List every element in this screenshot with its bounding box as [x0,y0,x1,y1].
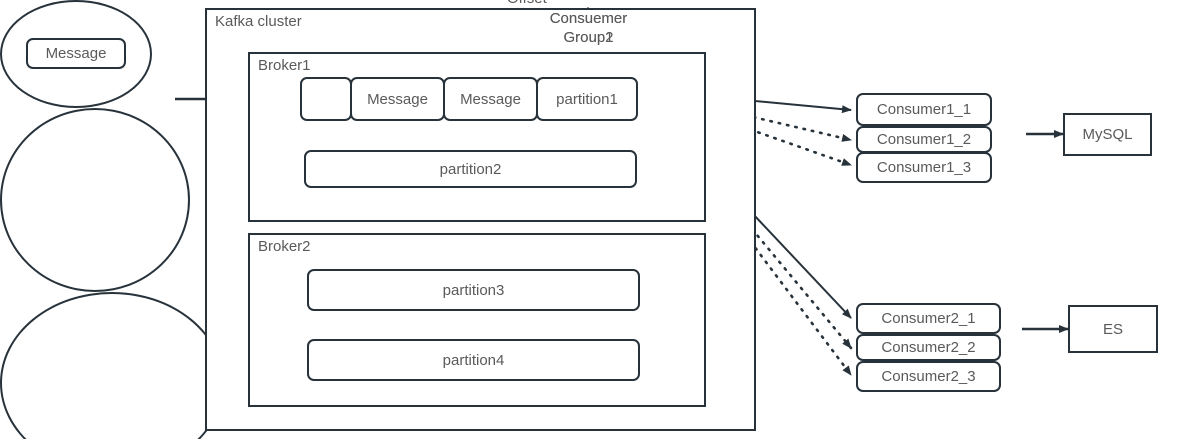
consumer1-2-label: Consumer1_2 [876,131,972,148]
consumer2-2-box[interactable]: Consumer2_2 [856,334,1001,361]
producer-message-label: Message [45,45,107,62]
consumer1-3-label: Consumer1_3 [876,159,972,176]
consumer2-1-label: Consumer2_1 [881,310,976,327]
consumer-group2-label-line2: Group2 [563,29,614,46]
es-sink-label: ES [1102,320,1123,338]
consumer-group1-label-line2: Group1 [563,29,614,46]
producer-message-box[interactable]: Message [26,38,126,69]
broker2-label: Broker2 [258,238,311,255]
consumer-group1-ellipse[interactable]: Consuemer Group1 [0,10,627,292]
consumer2-1-box[interactable]: Consumer2_1 [856,303,1001,334]
broker1-segment-cell-message-1[interactable]: Message [350,77,445,121]
mysql-sink-box[interactable]: MySQL [1063,113,1152,156]
consumer2-3-label: Consumer2_3 [881,368,976,385]
mysql-sink-label: MySQL [1082,126,1133,143]
consumer-group1-label: Consuemer Group1 [0,9,1177,47]
partition4-box[interactable]: partition4 [307,339,640,381]
partition2-box[interactable]: partition2 [304,150,637,188]
consumer2-2-label: Consumer2_2 [881,339,976,356]
consumer-group2-ellipse[interactable]: Consuemer Group2 [0,10,627,439]
consumer-group2-label: Consuemer Group2 [0,9,1177,47]
broker1-segment-cell-message-1-label: Message [367,90,428,108]
broker1-partition1-label: partition1 [556,90,618,108]
consumer2-3-box[interactable]: Consumer2_3 [856,361,1001,392]
offset-label: Offset [507,0,547,7]
partition3-label: partition3 [442,281,505,299]
consumer1-1-box[interactable]: Consumer1_1 [856,93,992,126]
consumer-group2-label-line1: Consuemer [549,10,628,27]
consumer1-3-box[interactable]: Consumer1_3 [856,152,992,183]
broker1-partition1-cell[interactable]: partition1 [536,77,638,121]
partition3-box[interactable]: partition3 [307,269,640,311]
broker1-label: Broker1 [258,57,311,74]
partition4-label: partition4 [442,351,505,369]
broker1-segment-cell-empty[interactable] [300,77,352,121]
broker1-segment-cell-message-2[interactable]: Message [443,77,538,121]
es-sink-box[interactable]: ES [1068,305,1158,353]
partition2-label: partition2 [439,160,502,178]
consumer1-1-label: Consumer1_1 [876,101,972,118]
consumer-group1-label-line1: Consuemer [549,10,628,27]
broker1-segment-cell-message-2-label: Message [460,90,521,108]
kafka-cluster-label: Kafka cluster [215,13,302,30]
consumer1-2-box[interactable]: Consumer1_2 [856,126,992,153]
